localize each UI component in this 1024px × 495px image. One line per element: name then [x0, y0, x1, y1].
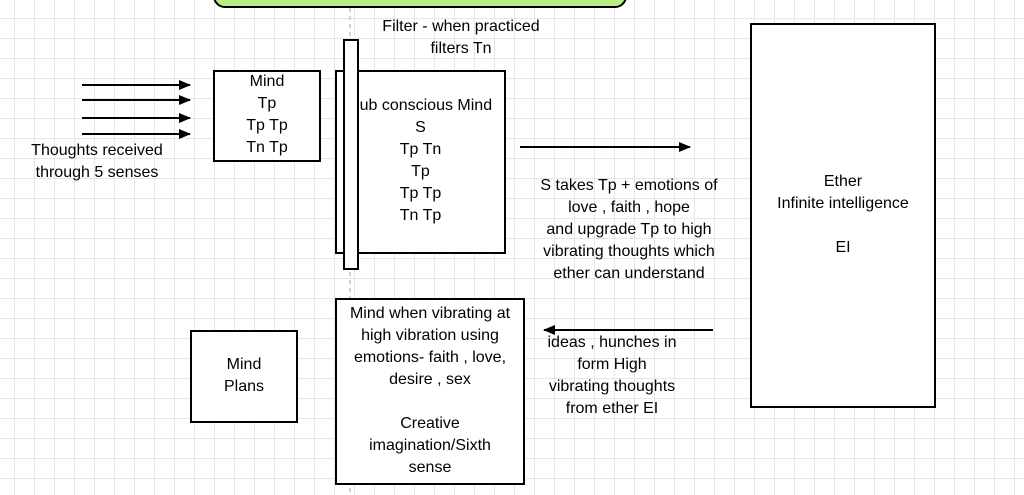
ether-box-text: Ether Infinite intelligence EI [777, 173, 909, 256]
mind-vibrating-box [335, 298, 525, 485]
filter-bar [343, 39, 359, 270]
subconscious-mind-text: Sub conscious Mind S Tp Tn Tp Tp Tp Tn T… [348, 97, 493, 224]
mind-plans-box [190, 330, 298, 423]
subconscious-mind-box [335, 70, 506, 254]
mind-box-text: Mind Tp Tp Tp Tn Tp [246, 73, 288, 156]
mind-box [213, 70, 321, 162]
mind-vibrating-text: Mind when vibrating at high vibration us… [349, 305, 511, 476]
ether-box [750, 23, 936, 408]
ideas-hunches-label: ideas , hunches in form High vibrating t… [547, 334, 677, 417]
thoughts-received-label: Thoughts received through 5 senses [31, 142, 163, 181]
top-shape [213, 0, 627, 8]
mind-plans-text: Mind Plans [223, 356, 265, 395]
filter-label: Filter - when practiced filters Tn [382, 18, 540, 57]
s-takes-label: S takes Tp + emotions of love , faith , … [540, 177, 718, 282]
